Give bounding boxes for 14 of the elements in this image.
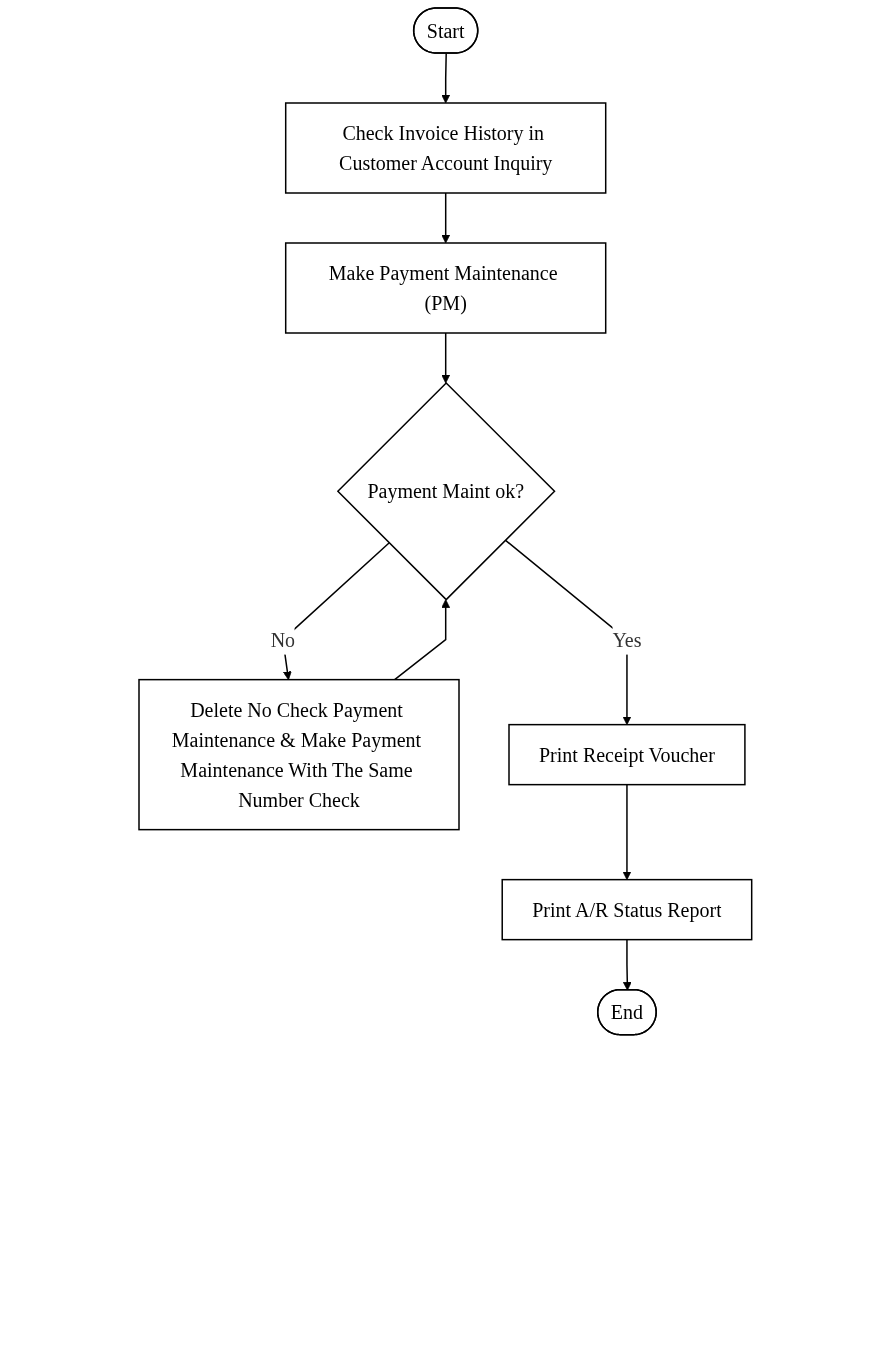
arrow [440, 332, 450, 384]
node-box: Print A/R Status Report [501, 878, 753, 941]
edge-label: No [270, 628, 295, 651]
arrow [622, 783, 631, 881]
node-box: Delete No Check Payment Maintenance & Make Payment Maintenance With The Same Number Check [137, 678, 460, 831]
arrow [440, 52, 450, 104]
node-diamond: Payment Maint ok? [336, 381, 556, 601]
arrow [622, 938, 632, 991]
node-box: Print Receipt Voucher [507, 723, 746, 786]
node-box: Make Payment Maintenance (PM) [284, 242, 607, 334]
arrow [440, 192, 450, 244]
arrow [393, 599, 450, 681]
edge-label: Yes [612, 628, 642, 651]
node-box: Check Invoice History in Customer Account Inquiry [284, 102, 607, 194]
